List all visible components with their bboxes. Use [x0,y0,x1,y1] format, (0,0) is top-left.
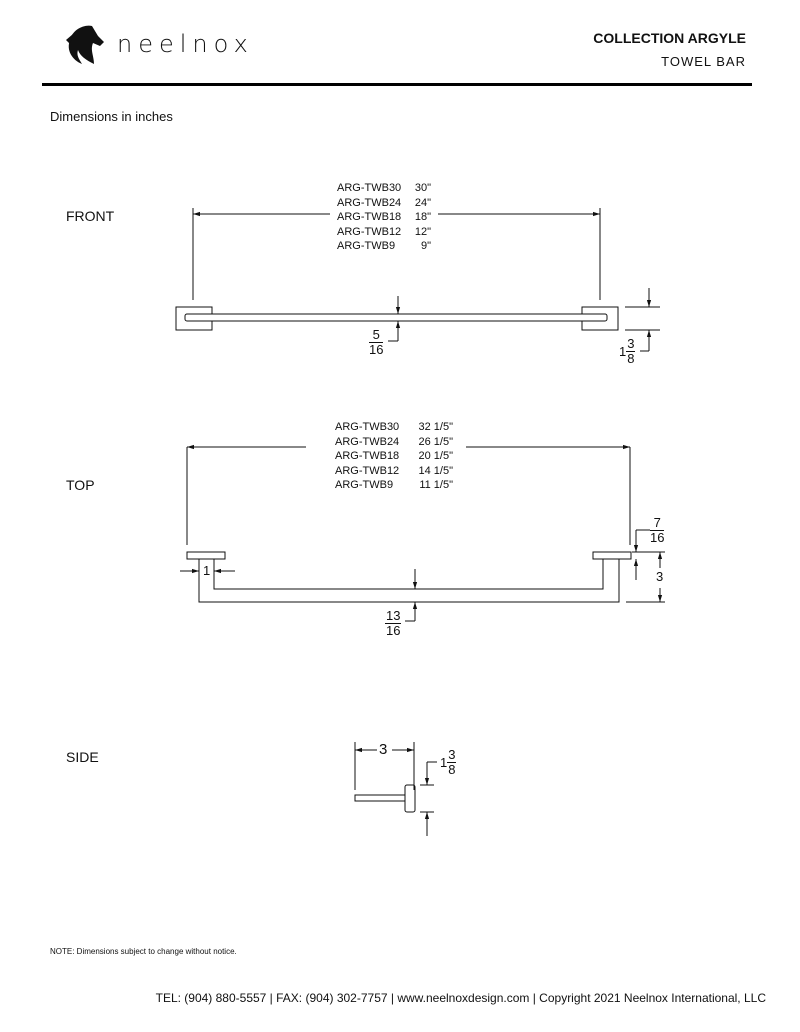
model-code: ARG-TWB9 [337,240,396,252]
length-value: 24" [414,196,431,209]
front-view-label: FRONT [66,208,115,224]
side-view-label: SIDE [66,749,99,765]
length-value: 32 1/5" [418,421,454,433]
flange-thickness-dimension: 7 16 [650,516,665,545]
fraction-numerator: 3 [626,336,636,352]
length-row: ARG-TWB9 11 1/5" [335,478,453,493]
top-length-table: ARG-TWB30 32 1/5" ARG-TWB24 26 1/5" ARG-TW… [335,420,453,493]
length-row: ARG-TWB18 18" [337,210,431,225]
header-divider [42,83,752,86]
fraction-numerator: 7 [650,516,665,531]
whole-number: 1 [440,755,448,770]
fraction-numerator: 3 [447,747,457,763]
whole-number: 1 [619,344,627,359]
length-value: 18" [414,211,431,223]
length-value: 26 1/5" [418,435,454,448]
side-projection-dimension: 3 [379,741,388,758]
fraction-numerator: 13 [385,608,402,624]
model-code: ARG-TWB24 [335,435,400,448]
length-row: ARG-TWB30 30" [337,181,431,196]
fraction-denominator: 16 [650,530,665,545]
model-code: ARG-TWB18 [335,450,400,462]
fraction-denominator: 16 [386,623,401,638]
length-value: 20 1/5" [418,450,454,462]
front-length-table: ARG-TWB30 30" ARG-TWB24 24" ARG-TWB18 18" A… [337,181,431,254]
collection-title: COLLECTION ARGYLE [593,30,746,46]
model-code: ARG-TWB12 [337,225,402,238]
product-title: TOWEL BAR [661,54,746,69]
length-value: 30" [414,182,431,194]
length-row: ARG-TWB12 12" [337,225,431,240]
model-code: ARG-TWB30 [335,421,400,433]
length-row: ARG-TWB24 24" [337,196,431,211]
fraction-numerator: 5 [369,328,384,343]
length-value: 12" [414,225,431,238]
model-code: ARG-TWB9 [335,479,394,491]
bar-depth-dimension: 13 16 [385,608,402,638]
bar-thickness-dimension: 5 16 [369,328,384,357]
top-view-label: TOP [66,477,95,493]
length-row: ARG-TWB30 32 1/5" [335,420,453,435]
contact-footer: TEL: (904) 880-5557 | FAX: (904) 302-775… [155,991,766,1005]
top-view-drawing [180,444,665,622]
top-projection-dimension: 3 [655,569,665,584]
model-code: ARG-TWB18 [337,211,402,223]
length-value: 9" [420,240,431,252]
side-view-drawing [354,742,437,836]
model-code: ARG-TWB30 [337,182,402,194]
disclaimer-note: NOTE: Dimensions subject to change witho… [50,947,237,956]
brand-name: neelnox [117,30,254,58]
fraction-denominator: 8 [627,351,635,366]
length-row: ARG-TWB12 14 1/5" [335,464,453,479]
length-value: 11 1/5" [419,479,453,491]
length-value: 14 1/5" [418,464,454,477]
model-code: ARG-TWB12 [335,464,400,477]
length-row: ARG-TWB18 20 1/5" [335,449,453,464]
fraction-denominator: 8 [448,762,456,777]
length-row: ARG-TWB24 26 1/5" [335,435,453,450]
length-row: ARG-TWB9 9" [337,239,431,254]
units-note: Dimensions in inches [50,109,173,124]
fraction-denominator: 16 [369,342,384,357]
front-view-drawing [175,208,660,352]
post-width-dimension: 1 [203,563,211,578]
model-code: ARG-TWB24 [337,196,402,209]
